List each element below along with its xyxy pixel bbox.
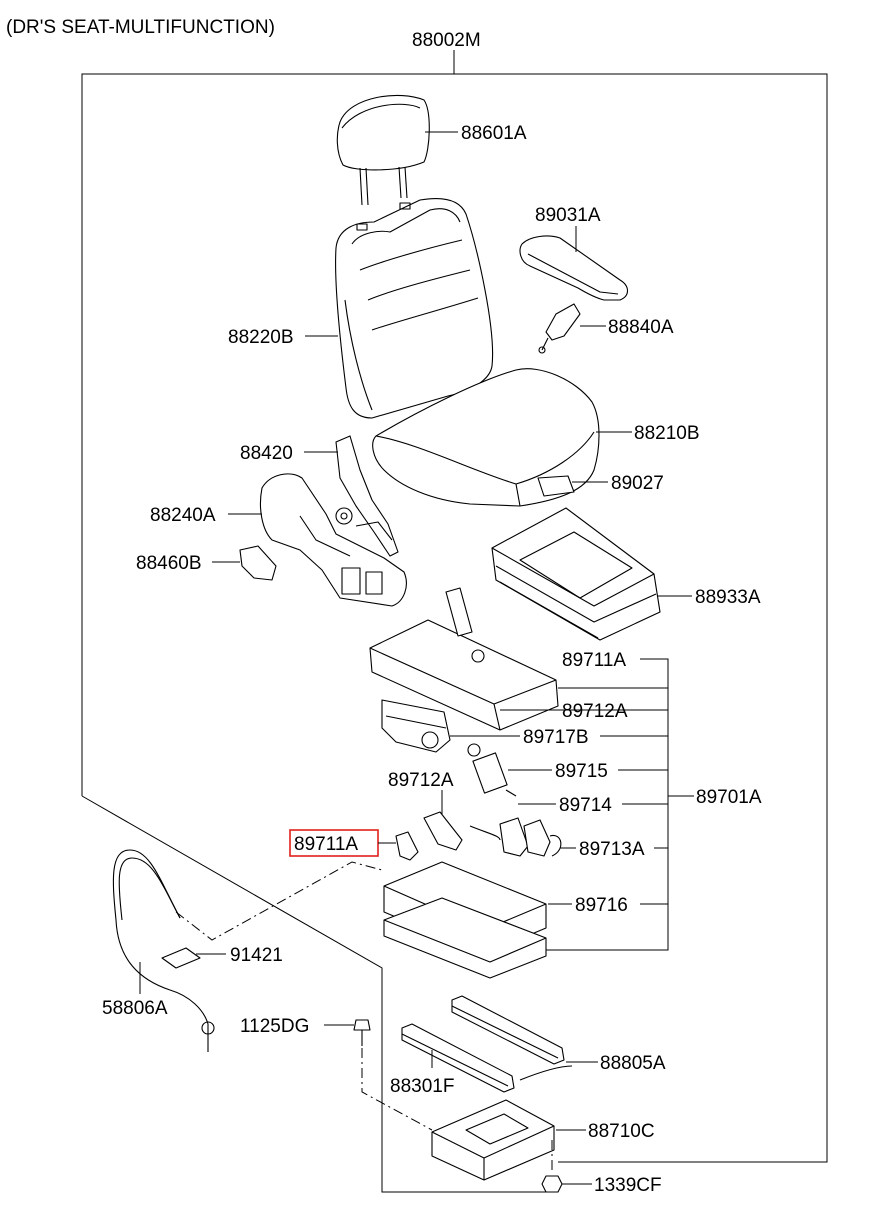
motor-pack-part: 89717B <box>381 699 668 753</box>
part-label-88933a: 88933A <box>695 587 761 608</box>
frame-assy-bracket: 89701A <box>540 658 762 951</box>
cushion-part: 88210B 89027 <box>372 368 700 507</box>
rail-right-part: 88805A <box>451 995 666 1081</box>
shield-part: 88240A <box>150 473 407 607</box>
part-label-88601a: 88601A <box>461 123 527 144</box>
part-label-1125dg: 1125DG <box>240 1016 309 1037</box>
part-label-89715: 89715 <box>555 761 608 782</box>
plate-part: 88710C <box>431 1099 655 1181</box>
bracket-part: 89714 <box>469 795 668 857</box>
part-label-88420: 88420 <box>240 443 293 464</box>
part-label-89717b: 89717B <box>523 727 589 748</box>
base-frame-part: 89716 <box>383 861 668 979</box>
part-label-91421: 91421 <box>230 945 283 966</box>
part-label-58806a: 58806A <box>102 998 168 1019</box>
part-label-1339cf: 1339CF <box>594 1175 662 1196</box>
part-label-89712a-upper: 89712A <box>562 701 628 722</box>
part-label-89031a: 89031A <box>535 205 601 226</box>
label-tag-part: 91421 <box>161 945 283 969</box>
part-label-89713a: 89713A <box>579 839 645 860</box>
part-label-88220b: 88220B <box>228 327 294 348</box>
frame-upper-part: 89711A <box>369 587 668 731</box>
buckle-part: 88840A <box>538 303 674 354</box>
part-label-88301f: 88301F <box>390 1076 454 1097</box>
part-label-89027: 89027 <box>611 473 664 494</box>
cable-part: 58806A <box>102 849 383 1052</box>
part-label-88710c: 88710C <box>588 1121 655 1142</box>
link-b-part: 89712A <box>388 770 463 851</box>
knob-part: 88460B <box>136 545 277 581</box>
gear-part: 89713A <box>523 819 668 860</box>
part-label-88460b: 88460B <box>136 553 202 574</box>
part-label-89716: 89716 <box>575 895 628 916</box>
rail-left-part: 88301F <box>390 1023 515 1097</box>
part-label-89714: 89714 <box>559 795 612 816</box>
bolt-part: 1125DG <box>240 1016 433 1131</box>
part-label-89701a: 89701A <box>696 787 762 808</box>
link-a-part: 89712A <box>500 701 668 722</box>
pan-part: 88933A <box>491 507 761 641</box>
diagram-title: (DR'S SEAT-MULTIFUNCTION) <box>6 17 275 38</box>
part-label-89712a-lower: 89712A <box>388 770 454 791</box>
assembly-code-label: 88002M <box>412 30 481 51</box>
recliner-part: 88420 <box>240 435 399 557</box>
part-label-89711a: 89711A <box>562 650 626 671</box>
highlight-frame-part: 89711A <box>289 829 419 861</box>
seat-back-part: 88220B <box>228 197 494 419</box>
part-label-88840a: 88840A <box>608 317 674 338</box>
assembly-outline <box>81 50 828 1193</box>
side-cover-part: 89031A <box>519 205 629 301</box>
part-label-88805a: 88805A <box>600 1053 666 1074</box>
actuator-part: 89715 <box>467 743 668 797</box>
nut-part: 1339CF <box>541 1175 662 1196</box>
part-label-88210b: 88210B <box>634 423 700 444</box>
part-label-89711a-highlight: 89711A <box>294 834 358 855</box>
part-label-88240a: 88240A <box>150 505 216 526</box>
headrest-part: 88601A <box>336 94 527 206</box>
